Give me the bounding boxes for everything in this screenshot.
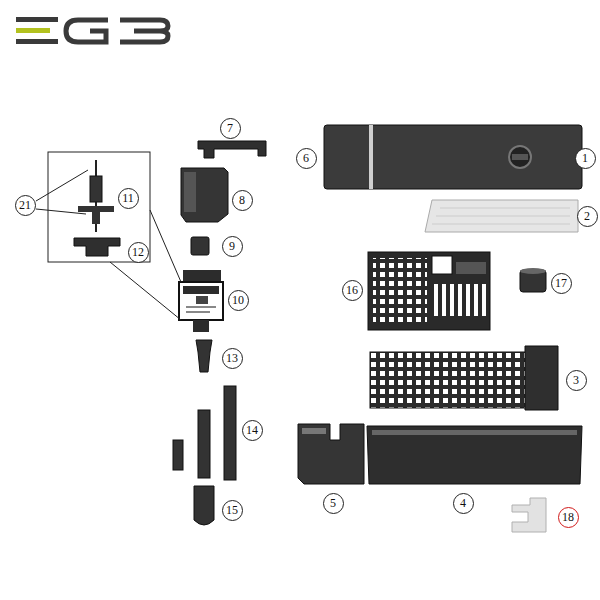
grid-plate bbox=[370, 346, 558, 410]
outlet-housing bbox=[181, 168, 228, 222]
callout-number: 12 bbox=[128, 242, 149, 263]
callout-number: 21 bbox=[15, 195, 36, 216]
pump-print bbox=[186, 311, 210, 313]
logo-bar bbox=[16, 39, 58, 44]
basket-grid bbox=[373, 258, 427, 324]
hanger-bracket bbox=[198, 141, 266, 158]
elbow-fitting bbox=[512, 498, 546, 532]
inset-frame bbox=[48, 152, 150, 262]
intake-nozzle bbox=[196, 340, 212, 372]
lid-knob bbox=[509, 146, 531, 168]
filter-tray bbox=[367, 426, 582, 484]
callout-number: 10 bbox=[228, 290, 249, 311]
intake-tube bbox=[224, 386, 236, 480]
intake-strainer bbox=[194, 486, 214, 525]
sponge-texture bbox=[432, 208, 570, 224]
callout-number: 15 bbox=[222, 500, 243, 521]
basket-opening bbox=[432, 256, 452, 274]
plate-end bbox=[525, 346, 558, 410]
end-box-edge bbox=[302, 428, 326, 434]
callout-number: 4 bbox=[453, 493, 474, 514]
callout-number: 17 bbox=[551, 273, 572, 294]
lid-body bbox=[324, 125, 582, 189]
callout-number: 6 bbox=[296, 148, 317, 169]
logo-letter bbox=[66, 20, 108, 42]
filter-lid bbox=[324, 125, 582, 189]
pump-band bbox=[183, 286, 219, 294]
callout-number: 8 bbox=[232, 190, 253, 211]
callout-number: 3 bbox=[566, 370, 587, 391]
brand-logo bbox=[16, 17, 168, 44]
impeller bbox=[78, 160, 114, 232]
intake-tube bbox=[173, 440, 183, 470]
callout-number: 14 bbox=[242, 420, 263, 441]
leader-line bbox=[36, 209, 86, 214]
pump-top bbox=[183, 270, 221, 282]
callout-number: 1 bbox=[575, 148, 596, 169]
media-basket bbox=[368, 252, 490, 330]
callout-number: 11 bbox=[118, 188, 139, 209]
callout-number: 7 bbox=[220, 118, 241, 139]
basket-frame bbox=[368, 252, 490, 330]
leader-line bbox=[36, 170, 88, 201]
pump-print bbox=[186, 306, 216, 308]
tray-body bbox=[367, 426, 582, 484]
filter-sponge bbox=[425, 200, 578, 232]
inset-leader bbox=[150, 210, 181, 282]
inset-leader bbox=[110, 262, 181, 320]
connector-sleeve bbox=[191, 237, 209, 255]
callout-number: 5 bbox=[323, 493, 344, 514]
intake-tube bbox=[198, 410, 210, 478]
impeller-hub bbox=[92, 212, 100, 224]
pump-body bbox=[179, 282, 223, 320]
tray-rim bbox=[372, 430, 577, 435]
callout-number: 18 bbox=[558, 507, 579, 528]
impeller-cover bbox=[74, 238, 120, 256]
logo-letter bbox=[120, 20, 168, 42]
lid-seam bbox=[369, 125, 373, 189]
power-pump bbox=[179, 270, 223, 332]
end-box-body bbox=[298, 424, 364, 484]
small-cap bbox=[520, 268, 546, 292]
end-box bbox=[298, 424, 364, 484]
logo-bar bbox=[16, 28, 50, 33]
basket-tab bbox=[456, 262, 486, 274]
housing-shade bbox=[184, 172, 196, 212]
callout-number: 9 bbox=[222, 236, 243, 257]
pump-badge bbox=[196, 296, 208, 304]
callout-number: 2 bbox=[577, 206, 598, 227]
lid-knob-slot bbox=[512, 154, 528, 160]
callout-number: 13 bbox=[222, 348, 243, 369]
cap-top bbox=[520, 268, 546, 274]
impeller-magnet bbox=[90, 176, 102, 202]
logo-bar bbox=[16, 17, 58, 22]
plate-grid bbox=[370, 352, 530, 408]
pump-outlet bbox=[193, 320, 209, 332]
basket-slots bbox=[434, 280, 486, 320]
callout-number: 16 bbox=[342, 280, 363, 301]
impeller-blade bbox=[78, 206, 114, 212]
